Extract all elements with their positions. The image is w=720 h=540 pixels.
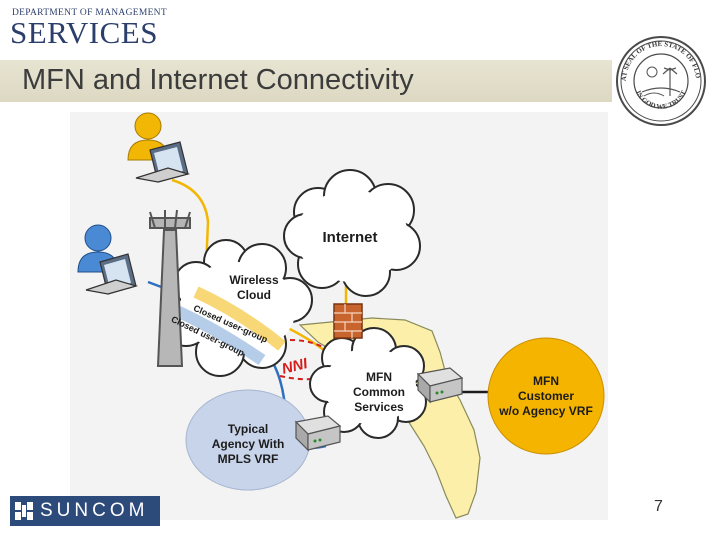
suncom-logo-text: SUNCOM xyxy=(40,500,149,521)
customer-label-line2: Customer xyxy=(517,389,574,403)
mfn-customer-label: MFN Customer w/o Agency VRF xyxy=(490,374,602,419)
mfn-label-line2: Common xyxy=(353,385,405,399)
typical-label-line2: Agency With xyxy=(211,437,285,451)
typical-agency-label: Typical Agency With MPLS VRF xyxy=(196,422,300,467)
florida-seal-icon: GREAT SEAL OF THE STATE OF FLORIDA IN GO… xyxy=(614,34,706,126)
dms-logo-top-text: DEPARTMENT OF MANAGEMENT xyxy=(12,8,167,18)
dms-logo-main-text: SERVICES xyxy=(10,15,158,50)
page-number: 7 xyxy=(654,498,663,515)
mfn-customer-circle xyxy=(487,337,605,455)
mfn-label-line1: MFN xyxy=(366,370,392,384)
wireless-cloud-label: Wireless Cloud xyxy=(212,273,296,303)
cell-tower-icon xyxy=(149,209,191,367)
mfn-common-services-label: MFN Common Services xyxy=(334,370,424,415)
wireless-label-line1: Wireless xyxy=(229,273,279,287)
router-icon xyxy=(294,415,342,452)
router-icon xyxy=(416,367,464,404)
laptop-icon xyxy=(85,253,139,295)
mfn-label-line3: Services xyxy=(354,400,404,414)
title-bar: MFN and Internet Connectivity xyxy=(0,60,612,102)
internet-label: Internet xyxy=(322,229,378,246)
dms-logo: DEPARTMENT OF MANAGEMENT SERVICES xyxy=(10,8,167,52)
typical-label-line1: Typical xyxy=(227,422,269,436)
typical-label-line3: MPLS VRF xyxy=(217,452,279,466)
slide-title: MFN and Internet Connectivity xyxy=(22,64,414,96)
suncom-mark-icon xyxy=(15,502,33,520)
customer-label-line1: MFN xyxy=(533,374,559,388)
wireless-label-line2: Cloud xyxy=(237,288,271,302)
closed-group-band-1 xyxy=(193,286,286,351)
suncom-logo: SUNCOM xyxy=(10,496,160,526)
laptop-icon xyxy=(135,141,191,183)
customer-label-line3: w/o Agency VRF xyxy=(499,404,593,418)
firewall-icon xyxy=(333,303,363,339)
yellow-link-user-to-tower xyxy=(171,178,210,269)
